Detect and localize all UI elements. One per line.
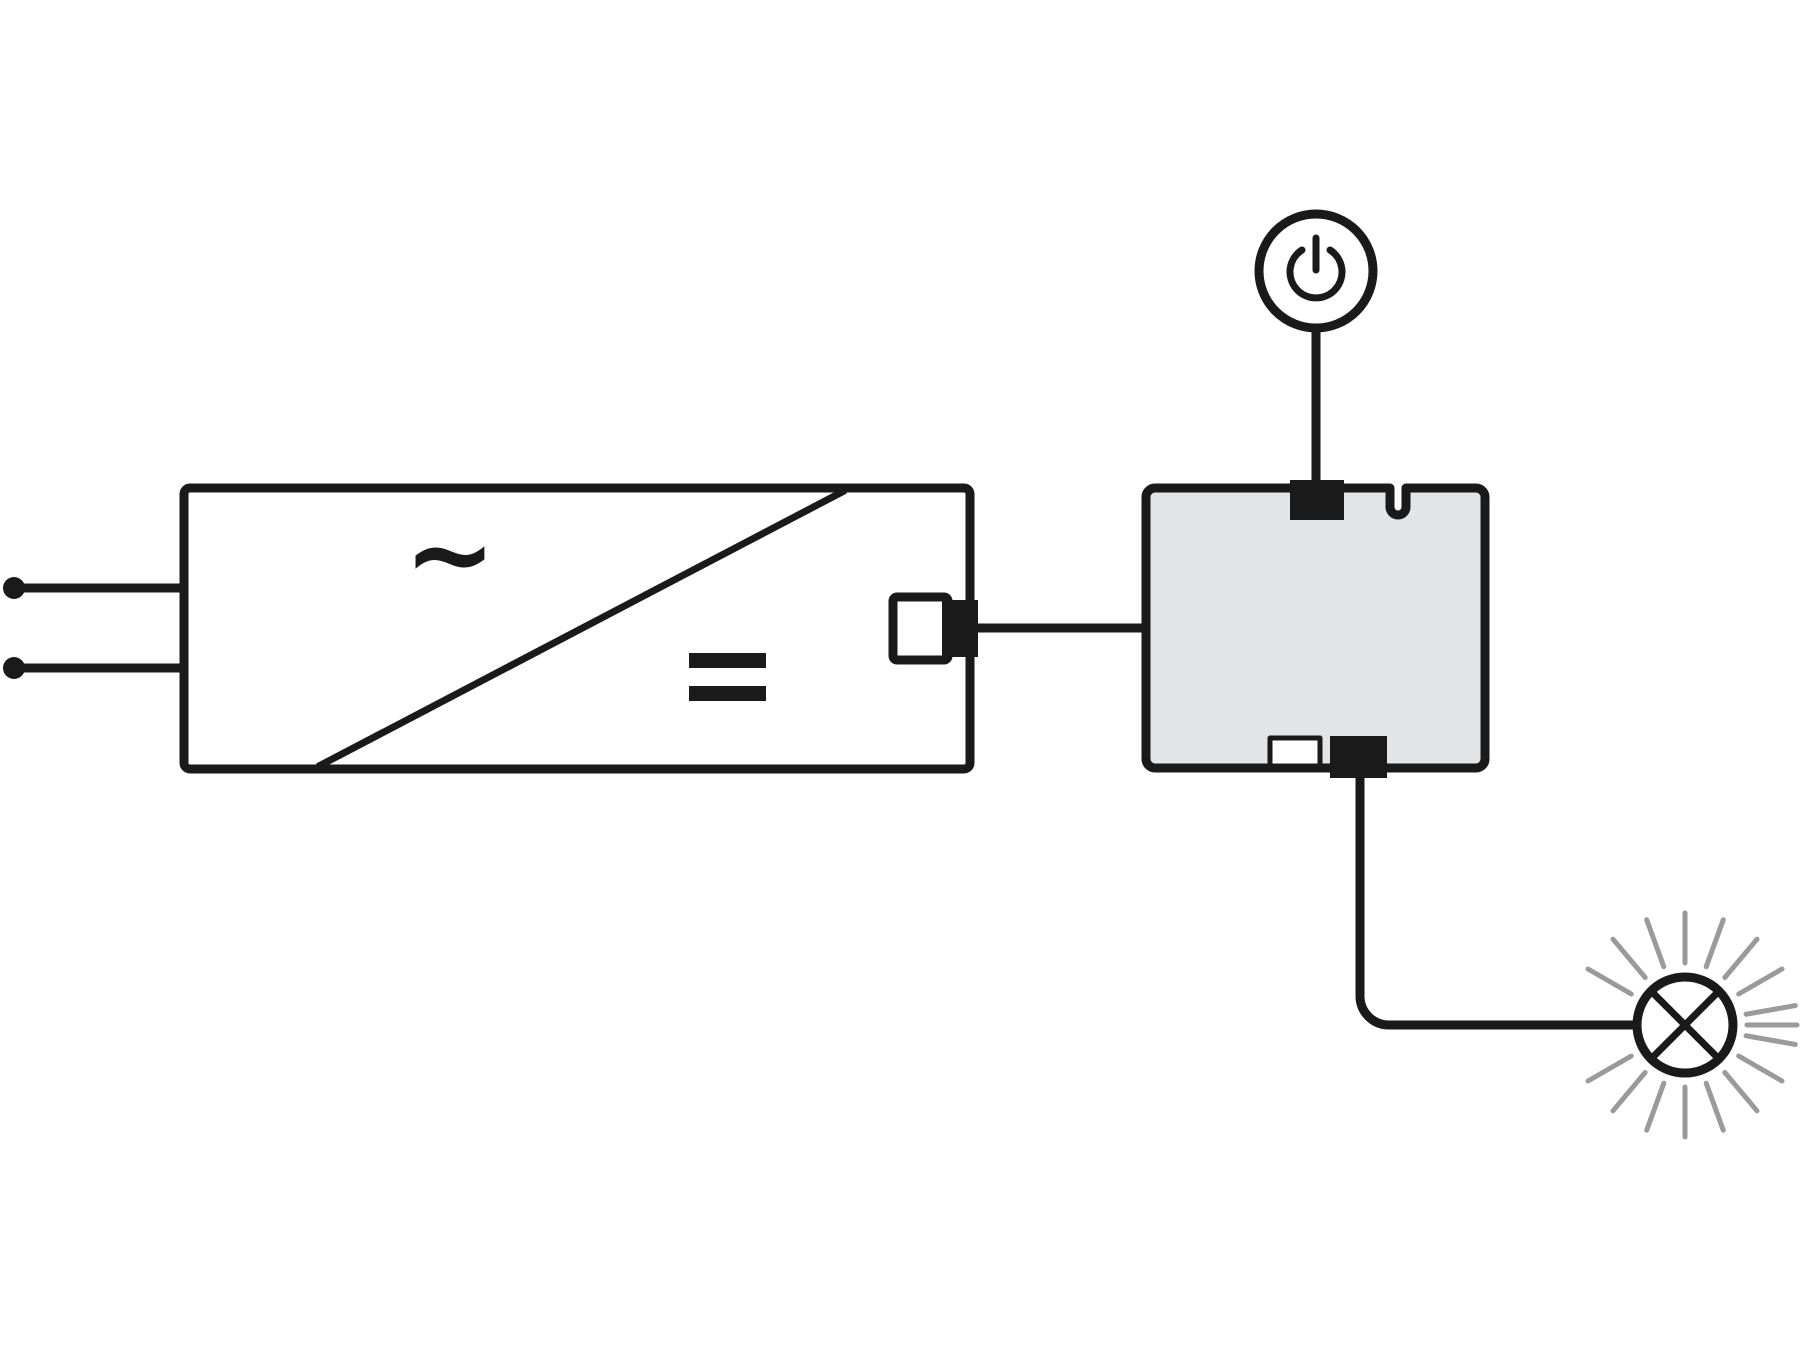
terminal-dot <box>3 577 25 599</box>
connector-plug <box>942 600 978 657</box>
output-connector <box>888 592 953 665</box>
light-ray <box>1743 1033 1798 1047</box>
lamp-cable <box>1355 773 1642 1030</box>
lamp <box>1585 910 1800 1140</box>
light-ray <box>1722 1069 1760 1114</box>
light-ray <box>1722 936 1760 981</box>
light-ray <box>1743 1003 1798 1017</box>
light-ray <box>1585 1053 1634 1084</box>
light-ray <box>1644 917 1667 970</box>
ac-symbol: ~ <box>404 490 496 618</box>
light-ray <box>1703 1080 1726 1133</box>
light-ray <box>1610 936 1648 981</box>
light-ray <box>1703 917 1726 970</box>
light-ray <box>1736 966 1785 997</box>
power-switch <box>1254 209 1378 485</box>
switch-port <box>1290 480 1344 520</box>
mains-input <box>3 577 189 679</box>
terminal-dot <box>3 657 25 679</box>
ac-dc-converter <box>179 483 975 774</box>
lamp-port <box>1330 736 1387 778</box>
light-ray <box>1585 966 1634 997</box>
light-ray <box>1736 1053 1785 1084</box>
light-ray <box>1610 1069 1648 1114</box>
control-unit <box>1141 480 1490 778</box>
spare-port <box>1267 735 1323 769</box>
power-icon <box>1286 246 1346 302</box>
light-ray <box>1644 1080 1667 1133</box>
dc-symbol <box>689 653 766 701</box>
